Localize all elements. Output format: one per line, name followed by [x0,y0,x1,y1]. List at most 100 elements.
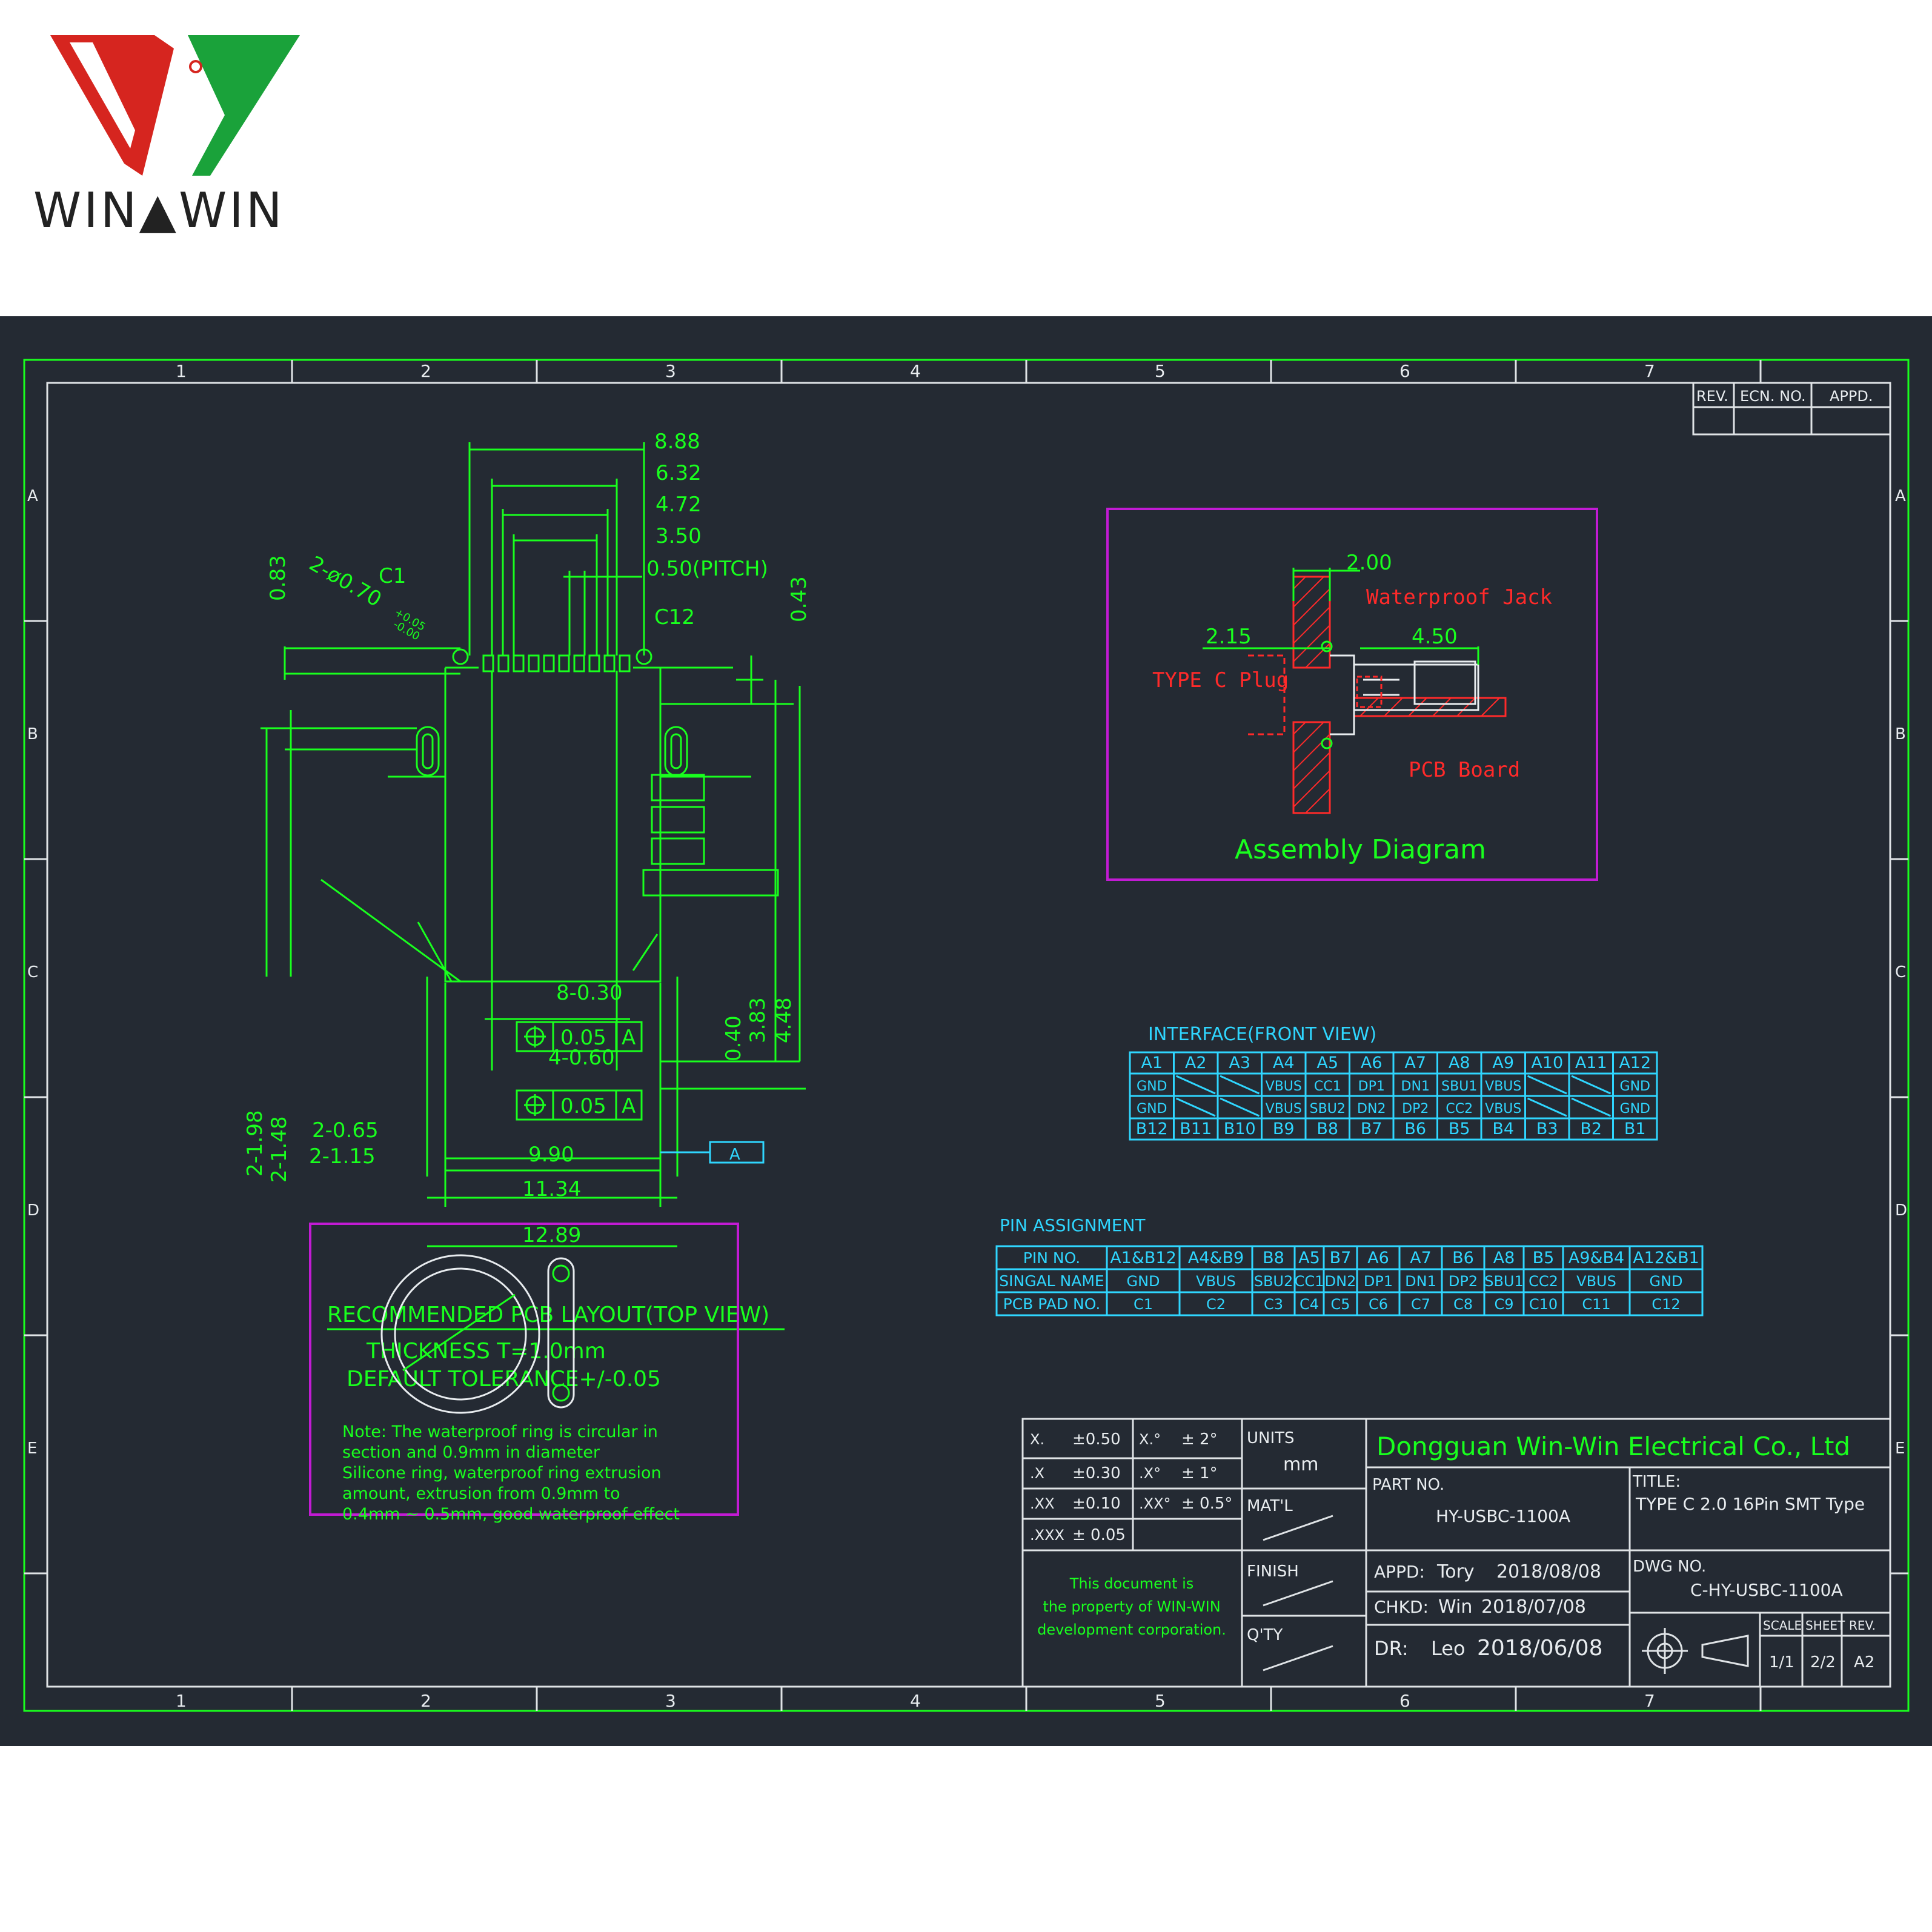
interface-cell: B5 [1449,1120,1470,1138]
dim-0-83: 0.83 [266,555,290,601]
interface-cell: GND [1137,1101,1167,1117]
rev-label: REV. [1849,1618,1876,1633]
pin-row-header: PCB PAD NO. [1003,1295,1101,1313]
assembly-dim-2-00: 2.00 [1346,551,1392,575]
interface-cell: B7 [1361,1120,1383,1138]
pin-cell: A8 [1493,1249,1515,1267]
position-tolerance-2 [516,1089,643,1121]
tol-key: X. [1030,1431,1044,1448]
sheet-label: SHEET [1805,1618,1845,1633]
column-mark: 6 [1399,361,1410,381]
interface-cell: CC2 [1446,1101,1473,1117]
chkd-label: CHKD: [1374,1597,1429,1617]
angle-key: .XX° [1139,1495,1171,1512]
pin-cell: C10 [1529,1296,1558,1313]
tol-key: .X [1030,1465,1044,1482]
fcf1-datum: A [622,1026,636,1050]
interface-cell: DP2 [1402,1101,1429,1117]
appd-date: 2018/08/08 [1496,1561,1601,1582]
logo-green-v [188,35,300,176]
interface-cell: A1 [1141,1054,1163,1072]
property-line-3: development corporation. [1037,1621,1226,1638]
pin-cell: C5 [1330,1296,1350,1313]
dr-label: DR: [1374,1637,1409,1660]
appd-name: Tory [1436,1561,1475,1582]
column-mark: 4 [910,361,921,381]
inner-frame [46,382,1891,1688]
pcb-layout-drawing: 8.88 6.32 4.72 3.50 0.50(PITCH) 0.83 0.4… [243,430,811,1392]
column-mark: 7 [1644,361,1655,381]
row-mark: E [1895,1439,1905,1458]
interface-cell: A3 [1229,1054,1250,1072]
interface-cell: A6 [1361,1054,1383,1072]
angle-value: ± 0.5° [1181,1495,1232,1513]
rev-value: A2 [1854,1653,1874,1671]
units-label: UNITS [1247,1429,1295,1447]
dim-pitch: 0.50(PITCH) [646,557,768,581]
dwg-no-label: DWG NO. [1633,1558,1706,1576]
dwg-no: C-HY-USBC-1100A [1690,1580,1843,1600]
ring-note-line-3: Silicone ring, waterproof ring extrusion [342,1464,662,1482]
interface-cell: DN1 [1401,1079,1430,1094]
interface-cell: CC1 [1314,1079,1341,1094]
column-mark: 6 [1399,1691,1410,1711]
interface-cell: SBU1 [1441,1079,1477,1094]
outer-frame [23,359,1910,1712]
pin-cell: DP1 [1364,1273,1393,1290]
ring-note-line-2: section and 0.9mm in diameter [342,1443,600,1462]
waterproof-ring-note: Note: The waterproof ring is circular in… [309,1223,739,1524]
pin-cell: C8 [1453,1296,1473,1313]
tol-value: ±0.10 [1072,1495,1121,1513]
finish-label: FINISH [1247,1562,1299,1581]
row-mark: B [27,725,38,743]
ring-note-line-1: Note: The waterproof ring is circular in [342,1422,658,1441]
label-c1: C1 [379,564,406,588]
interface-cell: GND [1137,1079,1167,1094]
dim-2-1-48: 2-1.48 [267,1116,291,1183]
pin-row-header: SINGAL NAME [999,1272,1104,1290]
pin-cell: C2 [1206,1296,1226,1313]
label-c12: C12 [654,605,695,629]
row-mark: B [1895,725,1906,743]
interface-cell: B1 [1624,1120,1646,1138]
assembly-diagram: 2.00 2.15 4.50 Waterproof Jack TYPE C Pl… [1106,508,1598,881]
interface-cell: VBUS [1485,1079,1521,1094]
appd-label: APPD: [1374,1562,1425,1582]
company-name: Dongguan Win-Win Electrical Co., Ltd [1376,1432,1850,1461]
interface-cell: A5 [1316,1054,1338,1072]
pin-cell: A9&B4 [1569,1249,1624,1267]
dr-date: 2018/06/08 [1477,1636,1603,1661]
dim-hole: 2-ø0.70 [305,551,386,612]
title-label: TITLE: [1632,1473,1681,1491]
fcf1-value: 0.05 [560,1026,606,1050]
column-mark: 3 [665,361,676,381]
interface-cell: B3 [1536,1120,1558,1138]
chkd-date: 2018/07/08 [1481,1596,1586,1618]
row-mark: A [27,487,38,505]
pin-cell: SBU2 [1254,1273,1293,1290]
pin-cell: DN1 [1405,1273,1436,1290]
part-no: HY-USBC-1100A [1436,1506,1570,1526]
chkd-name: Win [1438,1596,1472,1618]
tolerance-note: DEFAULT TOLERANCE+/-0.05 [347,1367,661,1392]
position-tolerance-1 [516,1021,643,1052]
row-mark: C [1895,963,1906,981]
dim-4-72: 4.72 [656,493,702,517]
scale-label: SCALE [1763,1618,1802,1633]
title-value: TYPE C 2.0 16Pin SMT Type [1635,1494,1865,1514]
ring-outer [380,1254,540,1414]
interface-cell: A2 [1185,1054,1207,1072]
dim-8-88: 8.88 [654,430,700,454]
column-mark: 5 [1155,361,1166,381]
dim-4-0-60: 4-0.60 [548,1046,615,1070]
column-mark: 7 [1644,1691,1655,1711]
rev-header: REV. [1696,388,1728,405]
column-mark: 1 [176,361,187,381]
interface-cell: DP1 [1358,1079,1385,1094]
pin-cell: A6 [1367,1249,1389,1267]
column-mark: 2 [420,1691,431,1711]
sheet-value: 2/2 [1810,1653,1836,1671]
interface-title: INTERFACE(FRONT VIEW) [1148,1024,1376,1045]
